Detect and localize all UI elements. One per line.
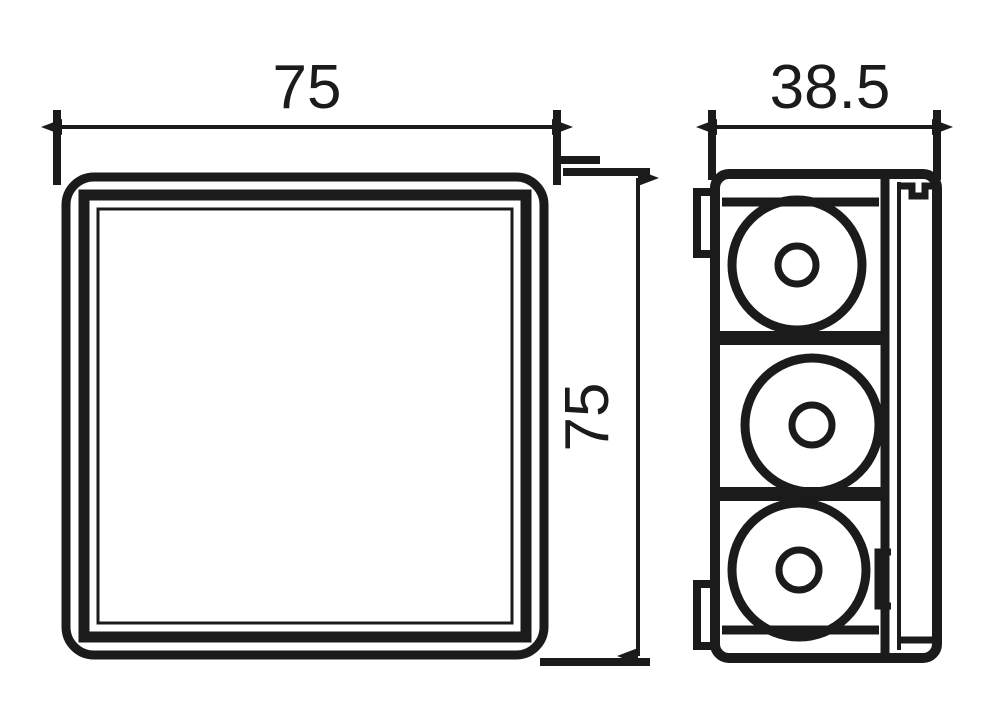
knockout-bottom-inner-circle xyxy=(775,546,823,594)
side-view xyxy=(693,169,942,663)
knockout-middle-outer-circle xyxy=(740,353,884,497)
knockout-bottom-outer-circle xyxy=(727,498,871,642)
cable-entry-knockout-top xyxy=(727,195,867,335)
side-view-lid-latch-tab xyxy=(874,548,891,610)
front-view xyxy=(61,172,549,660)
side-view-mounting-tab-top xyxy=(693,188,711,258)
cable-entry-knockout-bottom xyxy=(727,498,871,642)
depth-dimension-label: 38.5 xyxy=(770,53,891,122)
height-dimension-label: 75 xyxy=(553,383,622,452)
side-view-lid-top-notch xyxy=(899,182,934,200)
front-view-lid-rectangle xyxy=(78,189,532,643)
height-dimension-75: 75 xyxy=(540,168,659,666)
knockout-top-inner-circle xyxy=(774,242,820,288)
side-view-outer-profile xyxy=(710,169,942,663)
knockout-top-outer-circle xyxy=(727,195,867,335)
knockout-middle-inner-circle xyxy=(788,401,836,449)
front-view-outer-body xyxy=(61,172,549,660)
width-dimension-label: 75 xyxy=(273,53,342,122)
depth-dimension-385: 38.5 xyxy=(696,53,953,180)
width-dimension-75: 75 xyxy=(41,53,600,185)
side-view-mounting-tab-bottom xyxy=(693,580,711,650)
cable-entry-knockout-middle xyxy=(740,353,884,497)
front-view-inner-recess xyxy=(96,207,514,625)
